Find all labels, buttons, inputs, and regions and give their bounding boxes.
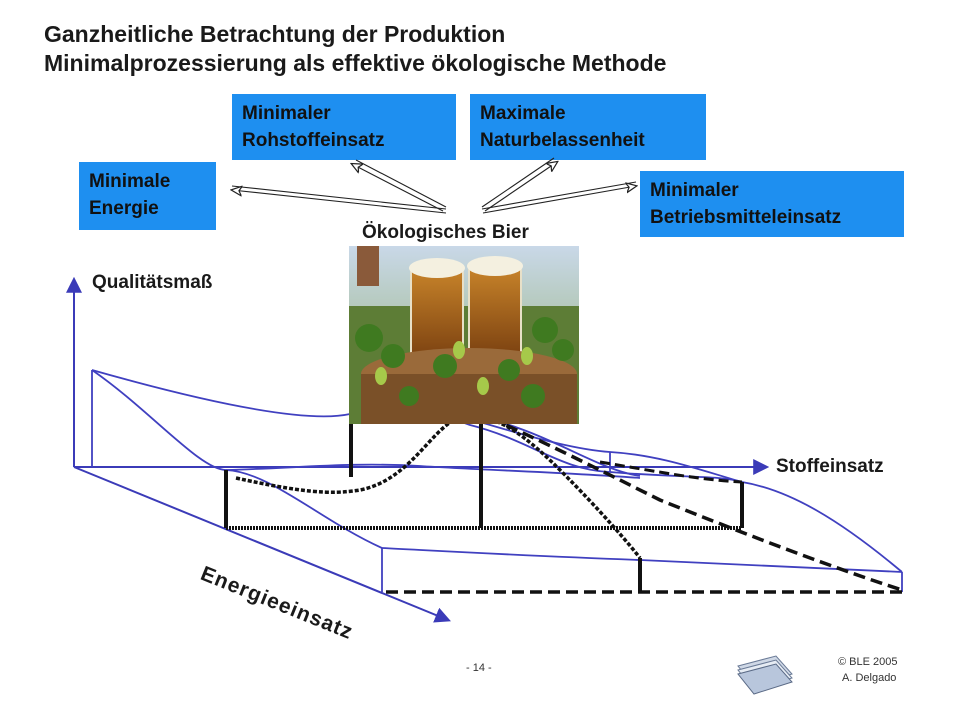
- beer-photo: [349, 246, 579, 424]
- right-dashed: [599, 460, 743, 484]
- box-minimaler-rohstoffeinsatz: Minimaler Rohstoffeinsatz: [232, 94, 456, 160]
- box-natur-line-2: Naturbelassenheit: [480, 130, 645, 151]
- box-minimale-energie: Minimale Energie: [79, 162, 216, 230]
- box-betrieb-line-2: Betriebsmitteleinsatz: [650, 207, 842, 228]
- page-title: Ganzheitliche Betrachtung der Produktion…: [44, 20, 666, 78]
- arrow-to-rohstoff: [352, 159, 447, 212]
- box-rohstoff-line-1: Minimaler: [242, 103, 331, 124]
- surface-front-left-curve: [91, 369, 383, 549]
- surface-right-line: [479, 421, 743, 483]
- y-axis-label: Qualitätsmaß: [92, 272, 213, 293]
- box-rohstoff-line-2: Rohstoffeinsatz: [242, 130, 385, 151]
- box-natur-line-1: Maximale: [480, 103, 566, 124]
- title-line-2: Minimalprozessierung als effektive ökolo…: [44, 50, 667, 76]
- author: A. Delgado: [842, 672, 897, 684]
- peak-curve-dotted: [235, 414, 642, 560]
- surface-mid-curve: [225, 463, 641, 479]
- page-number: - 14 -: [466, 662, 492, 674]
- arrow-to-betrieb: [481, 181, 636, 214]
- document-stack-icon: [737, 655, 793, 695]
- surface-rear-right: [499, 421, 641, 477]
- box-maximale-naturbelassenheit: Maximale Naturbelassenheit: [470, 94, 706, 160]
- center-label: Ökologisches Bier: [362, 222, 529, 243]
- x-axis-label: Stoffeinsatz: [776, 456, 884, 477]
- box-betrieb-line-1: Minimaler: [650, 180, 739, 201]
- axes: [66, 276, 770, 623]
- z-axis: [73, 466, 451, 623]
- title-line-1: Ganzheitliche Betrachtung der Produktion: [44, 21, 506, 47]
- diagonal-dashed: [489, 416, 903, 592]
- beer-photo-illustration: [349, 246, 579, 424]
- box-energie-line-1: Minimale: [89, 171, 171, 192]
- copyright: © BLE 2005: [838, 656, 898, 668]
- goal-arrows: [232, 157, 636, 214]
- arrow-to-natur: [481, 157, 557, 212]
- arrow-to-energie: [232, 186, 447, 214]
- surface-right-curve: [741, 481, 903, 573]
- box-energie-line-2: Energie: [89, 198, 159, 219]
- box-minimaler-betriebsmitteleinsatz: Minimaler Betriebsmitteleinsatz: [640, 171, 904, 237]
